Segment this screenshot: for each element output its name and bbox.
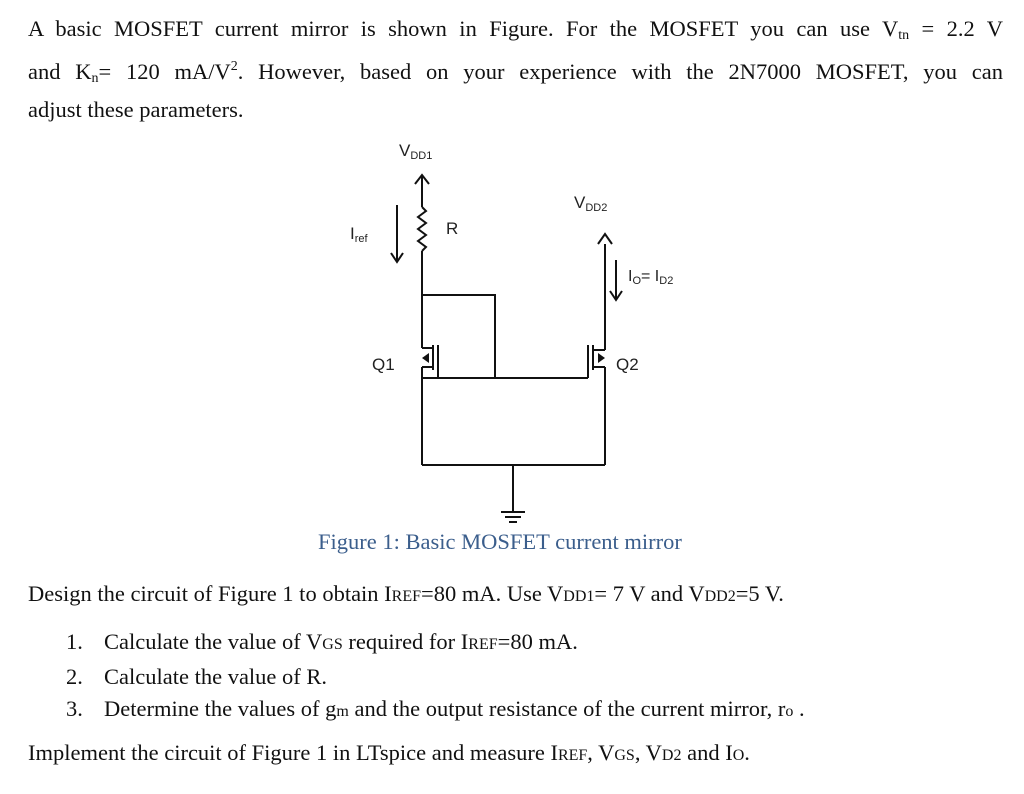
io-subscript: O (732, 747, 745, 764)
iref-subscript: REF (468, 636, 498, 653)
iref-subscript: REF (557, 747, 588, 764)
vdd2-label: VDD2 (574, 193, 607, 214)
item-number: 3. (66, 696, 83, 721)
kn-label: and K (28, 59, 92, 84)
problem-intro: A basic MOSFET current mirror is shown i… (28, 13, 1003, 125)
impl-text: . (744, 740, 750, 765)
design-text: Design the circuit of Figure 1 to obtain… (28, 581, 392, 606)
item-text: Calculate the value of R. (104, 664, 328, 689)
vgs-subscript: GS (614, 747, 635, 764)
iref-label: Iref (350, 224, 369, 245)
item-text: Determine the values of g (104, 696, 337, 721)
item-text: required for I (342, 629, 469, 654)
resistor-label: R (446, 219, 458, 238)
intro-text: A basic MOSFET current mirror is shown i… (28, 16, 899, 41)
item-text: . (793, 696, 805, 721)
vtn-value: = 2.2 V (909, 16, 1003, 41)
intro-line-2: and Kn= 120 mA/V2. However, based on you… (28, 51, 1003, 94)
list-item: 3. Determine the values of gm and the out… (66, 693, 805, 728)
resistor-r (416, 206, 428, 252)
q1-label: Q1 (372, 355, 395, 374)
list-item: 2. Calculate the value of R. (66, 661, 805, 693)
q1-body-arrow (422, 353, 429, 363)
vdd1-subscript: DD1 (563, 588, 595, 605)
vgs-subscript: GS (322, 636, 343, 653)
vtn-subscript: tn (898, 28, 910, 43)
kn-unit-power: 2 (230, 59, 238, 74)
q1-diode-connection (422, 294, 496, 378)
item-text: =80 mA. (497, 629, 578, 654)
design-text: = 7 V and V (594, 581, 705, 606)
task-list: 1. Calculate the value of VGS required fo… (66, 626, 805, 728)
intro-line-1: A basic MOSFET current mirror is shown i… (28, 13, 1003, 51)
q2-label: Q2 (616, 355, 639, 374)
vdd1-label: VDD1 (399, 141, 432, 162)
figure-caption: Figure 1: Basic MOSFET current mirror (318, 529, 682, 554)
vdd2-subscript: DD2 (704, 588, 736, 605)
io-label: IO= ID2 (628, 268, 673, 287)
implementation-statement: Implement the circuit of Figure 1 in LTs… (28, 737, 1003, 771)
iref-subscript: REF (391, 588, 422, 605)
ro-subscript: o (785, 703, 794, 720)
vdd2-arrow (597, 232, 613, 245)
item-text: Calculate the value of V (104, 629, 323, 654)
intro-line-3: adjust these parameters. (28, 97, 244, 122)
impl-text: Implement the circuit of Figure 1 in LTs… (28, 740, 558, 765)
impl-text: , V (587, 740, 615, 765)
impl-text: and I (681, 740, 733, 765)
gm-subscript: m (336, 703, 349, 720)
item-text: and the output resistance of the current… (348, 696, 786, 721)
item-number: 2. (66, 664, 83, 689)
vd2-subscript: D2 (661, 747, 682, 764)
impl-text: , V (634, 740, 662, 765)
design-text: =5 V. (735, 581, 784, 606)
design-text: =80 mA. Use V (421, 581, 564, 606)
vdd1-arrow (414, 173, 430, 185)
q2-body-arrow (598, 353, 605, 363)
current-mirror-schematic: VDD1 VDD2 R Iref IO= ID2 Q1 Q2 (350, 141, 673, 523)
kn-subscript: n (91, 71, 99, 86)
kn-value: = 120 mA/V (98, 59, 231, 84)
intro-text-cont: . However, based on your experience with… (237, 59, 1003, 84)
list-item: 1. Calculate the value of VGS required fo… (66, 626, 805, 661)
item-number: 1. (66, 629, 83, 654)
design-statement: Design the circuit of Figure 1 to obtain… (28, 578, 1003, 612)
